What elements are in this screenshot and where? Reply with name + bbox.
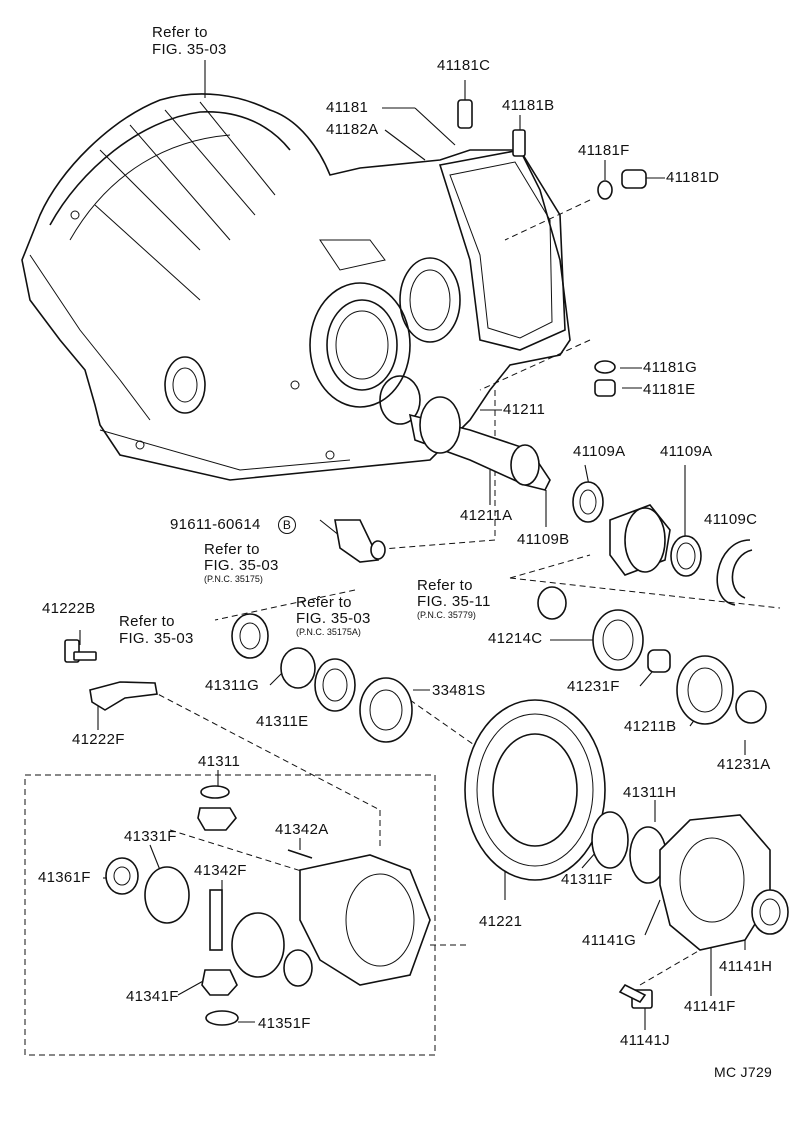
marker-b-letter: B bbox=[282, 518, 292, 532]
part-41342A: 41342A bbox=[275, 821, 329, 838]
part-41109A-left: 41109A bbox=[573, 443, 626, 460]
ref-d-line1: Refer to bbox=[119, 613, 175, 630]
ref-top-line1: Refer to bbox=[152, 24, 208, 41]
ref-b-pnc: (P.N.C. 35175A) bbox=[296, 627, 361, 637]
part-41141H: 41141H bbox=[719, 958, 773, 975]
part-41141J: 41141J bbox=[620, 1032, 670, 1049]
part-41311: 41311 bbox=[198, 753, 241, 770]
figure-code: MC J729 bbox=[714, 1064, 773, 1080]
small-hardware bbox=[64, 99, 653, 1009]
ref-b-line1: Refer to bbox=[296, 594, 352, 611]
part-41109C: 41109C bbox=[704, 511, 758, 528]
part-41361F: 41361F bbox=[38, 869, 91, 886]
part-41109B: 41109B bbox=[517, 531, 570, 548]
part-41181D: 41181D bbox=[666, 169, 720, 186]
part-41351F: 41351F bbox=[258, 1015, 311, 1032]
part-41222F: 41222F bbox=[72, 731, 125, 748]
part-41231A: 41231A bbox=[717, 756, 771, 773]
part-41141F: 41141F bbox=[684, 998, 736, 1015]
part-41311G: 41311G bbox=[205, 677, 260, 694]
marker-b: B bbox=[278, 516, 296, 534]
part-41221: 41221 bbox=[479, 913, 523, 930]
part-41214C: 41214C bbox=[488, 630, 543, 647]
part-41331F: 41331F bbox=[124, 828, 177, 845]
part-41342F: 41342F bbox=[194, 862, 247, 879]
ref-c-pnc: (P.N.C. 35779) bbox=[417, 610, 476, 620]
part-41181G: 41181G bbox=[643, 359, 698, 376]
ref-a-line1: Refer to bbox=[204, 541, 260, 558]
part-41181: 41181 bbox=[326, 99, 369, 116]
part-41231F: 41231F bbox=[567, 678, 620, 695]
ref-c-line1: Refer to bbox=[417, 577, 473, 594]
ring-gear-and-cover bbox=[464, 699, 789, 951]
part-41311H: 41311H bbox=[623, 784, 677, 801]
part-41311F: 41311F bbox=[561, 871, 613, 888]
ref-b-line2: FIG. 35-03 bbox=[296, 610, 371, 627]
part-41222B: 41222B bbox=[42, 600, 96, 617]
part-41211A: 41211A bbox=[460, 507, 513, 524]
part-41211B: 41211B bbox=[624, 718, 677, 735]
part-91611-60614: 91611-60614 bbox=[170, 516, 261, 533]
part-41341F: 41341F bbox=[126, 988, 179, 1005]
ref-c-line2: FIG. 35-11 bbox=[417, 593, 491, 610]
shaft-and-bearings bbox=[231, 396, 767, 743]
part-33481S: 33481S bbox=[432, 682, 486, 699]
part-41211: 41211 bbox=[503, 401, 546, 418]
ref-a-line2: FIG. 35-03 bbox=[204, 557, 279, 574]
part-41181C: 41181C bbox=[437, 57, 491, 74]
ref-top-line2: FIG. 35-03 bbox=[152, 41, 227, 58]
part-41181B: 41181B bbox=[502, 97, 555, 114]
differential-group bbox=[24, 774, 436, 1056]
part-41109A-right: 41109A bbox=[660, 443, 713, 460]
transaxle-housing bbox=[21, 93, 571, 481]
part-41182A: 41182A bbox=[326, 121, 379, 138]
ref-a-pnc: (P.N.C. 35175) bbox=[204, 574, 263, 584]
ref-d-line2: FIG. 35-03 bbox=[119, 630, 194, 647]
part-41141G: 41141G bbox=[582, 932, 637, 949]
part-41181E: 41181E bbox=[643, 381, 696, 398]
part-41311E: 41311E bbox=[256, 713, 309, 730]
part-41181F: 41181F bbox=[578, 142, 630, 159]
